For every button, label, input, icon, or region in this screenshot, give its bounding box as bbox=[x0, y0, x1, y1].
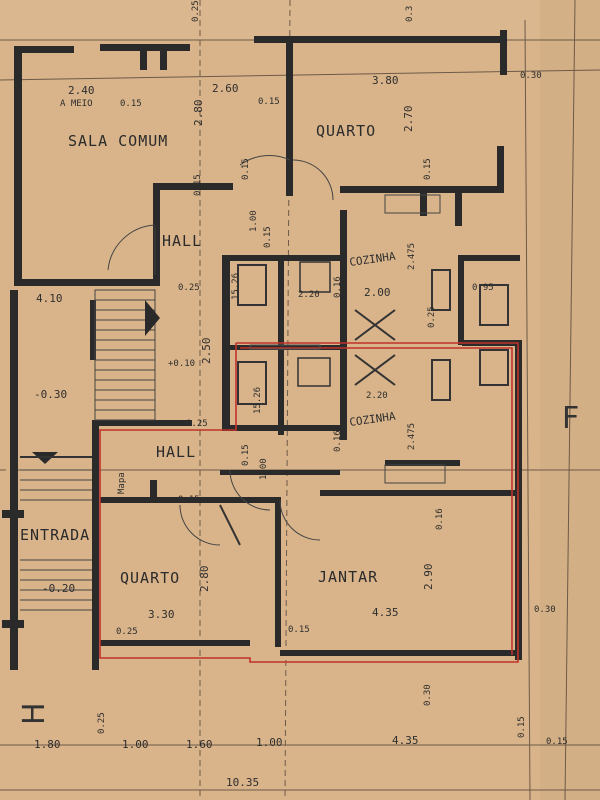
dim-label: 1.80 bbox=[34, 738, 61, 751]
red-outline bbox=[99, 342, 519, 663]
dim-label: 2.80 bbox=[198, 566, 211, 593]
dim-label: 4.10 bbox=[36, 292, 63, 305]
room-label-quarto-bottom: QUARTO bbox=[120, 569, 180, 587]
room-label-sala-comum: SALA COMUM bbox=[68, 132, 168, 150]
dim-label: 0.30 bbox=[520, 71, 542, 81]
dim-label: 0.15 bbox=[120, 99, 142, 109]
dim-label: 0.15 bbox=[241, 444, 251, 466]
dimension-labels: 2.40 0.15 2.80 2.60 0.15 3.80 2.70 0.30 … bbox=[34, 0, 568, 789]
room-label-entrada: ENTRADA bbox=[20, 526, 90, 544]
dim-label: 3.30 bbox=[148, 608, 175, 621]
dim-label: 2.90 bbox=[422, 564, 435, 591]
dim-label: 1.00 bbox=[259, 458, 269, 480]
dim-label: 0.30 bbox=[423, 684, 433, 706]
dim-label: 15.26 bbox=[253, 387, 263, 414]
room-label-hall-bottom: HALL bbox=[156, 443, 196, 461]
dim-label: 0.30 bbox=[534, 605, 556, 615]
dim-label: 0.3 bbox=[405, 6, 415, 22]
label-a-meio: A MEIO bbox=[60, 99, 93, 109]
dim-label: -0.30 bbox=[34, 388, 67, 401]
room-label-quarto-top: QUARTO bbox=[316, 122, 376, 140]
dim-label: 0.16 bbox=[333, 276, 343, 298]
dim-label: 0.25 bbox=[116, 627, 138, 637]
room-label-hall-top: HALL bbox=[162, 232, 202, 250]
dim-label: 2.475 bbox=[407, 423, 417, 450]
walls bbox=[2, 30, 522, 670]
dim-label: 1.60 bbox=[186, 738, 213, 751]
room-label-jantar: JANTAR bbox=[318, 568, 378, 586]
dim-label: 4.35 bbox=[392, 734, 419, 747]
dim-label: 0.25 bbox=[178, 283, 200, 293]
label-mapa: Mapa bbox=[117, 472, 127, 494]
dim-label: 2.40 bbox=[68, 84, 95, 97]
dim-label: 2.20 bbox=[366, 391, 388, 401]
section-marker-h: H bbox=[17, 702, 52, 725]
dim-label: 1.00 bbox=[122, 738, 149, 751]
dim-label: -0.20 bbox=[42, 582, 75, 595]
dim-label: 0.15 bbox=[178, 495, 200, 505]
dim-label: 0.15 bbox=[517, 716, 527, 738]
dim-label: 0.15 bbox=[241, 158, 251, 180]
dim-label: 0.25 bbox=[97, 712, 107, 734]
dim-label: 0.15 bbox=[546, 737, 568, 747]
room-label-cozinha-top: COZINHA bbox=[349, 250, 397, 269]
dim-label: 0.16 bbox=[333, 430, 343, 452]
dim-label: 2.475 bbox=[407, 243, 417, 270]
dim-label: 2.50 bbox=[200, 338, 213, 365]
dim-label: 2.00 bbox=[364, 286, 391, 299]
door-swings bbox=[107, 155, 334, 546]
dim-label: +0.10 bbox=[168, 359, 195, 369]
dim-label: 1.00 bbox=[256, 736, 283, 749]
dim-label: 0.16 bbox=[435, 508, 445, 530]
dim-label: 15.26 bbox=[231, 273, 241, 300]
dim-label: 0.15 bbox=[288, 625, 310, 635]
dim-label: 10.35 bbox=[226, 776, 259, 789]
dim-label: 4.35 bbox=[372, 606, 399, 619]
section-marker-f: F bbox=[562, 401, 579, 436]
dim-label: 0.15 bbox=[258, 97, 280, 107]
dim-label: 0.25 bbox=[191, 0, 201, 22]
dim-label: 2.20 bbox=[298, 290, 320, 300]
dim-label: 0.15 bbox=[423, 158, 433, 180]
dim-label: 3.80 bbox=[372, 74, 399, 87]
dim-label: 2.70 bbox=[402, 106, 415, 133]
dim-label: 0.15 bbox=[263, 226, 273, 248]
dim-label: 0.15 bbox=[193, 174, 203, 196]
dim-label: 2.60 bbox=[212, 82, 239, 95]
dim-label: 0.95 bbox=[472, 283, 494, 293]
dim-label: 0.25 bbox=[186, 419, 208, 429]
room-label-cozinha-bottom: COZINHA bbox=[349, 410, 397, 429]
bathroom-fixtures bbox=[237, 194, 509, 484]
dim-label: 0.25 bbox=[427, 306, 437, 328]
staircase-upper bbox=[94, 289, 160, 421]
dim-label: 1.00 bbox=[249, 210, 259, 232]
dim-label: 2.80 bbox=[192, 100, 205, 127]
staircase-lower bbox=[20, 452, 92, 611]
